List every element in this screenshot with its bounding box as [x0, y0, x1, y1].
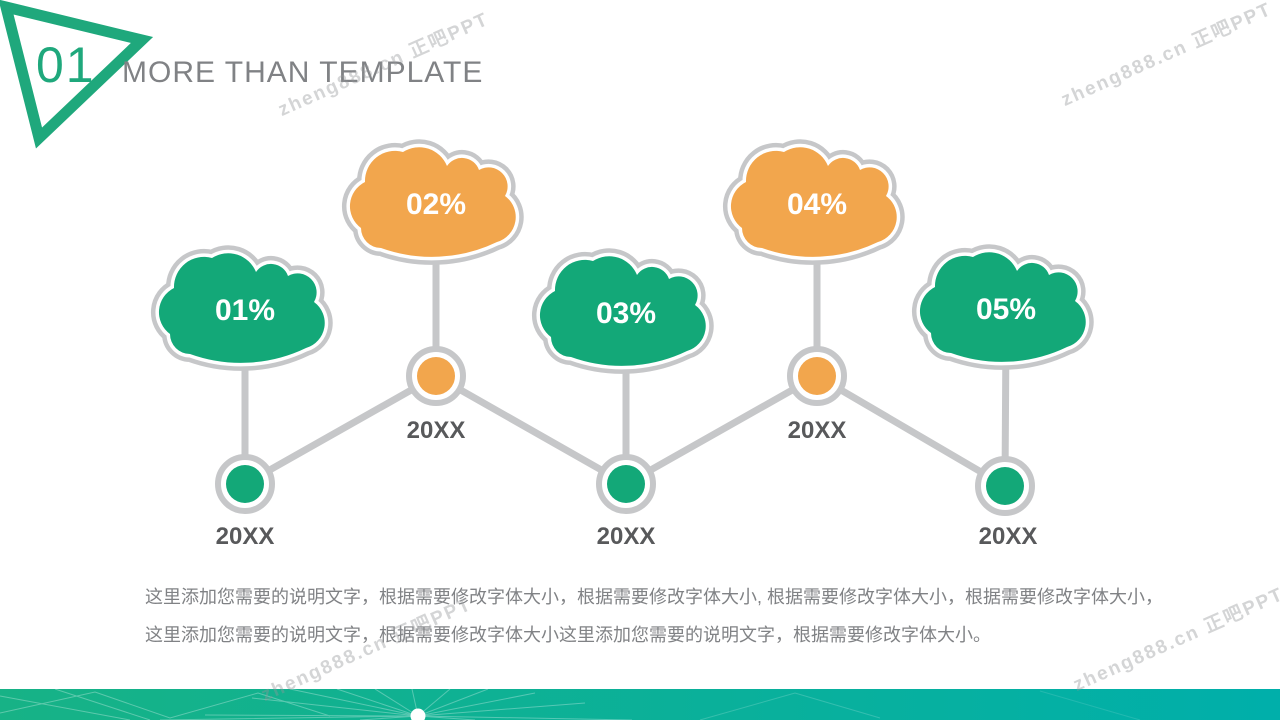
year-label-3: 20XX — [596, 523, 656, 550]
timeline-node-5 — [975, 456, 1035, 516]
year-label-4: 20XX — [787, 417, 847, 444]
timeline-node-1 — [215, 454, 275, 514]
description-line-1: 这里添加您需要的说明文字，根据需要修改字体大小，根据需要修改字体大小, 根据需要… — [145, 587, 1163, 607]
cloud-percent-label-5: 05% — [975, 293, 1037, 326]
footer-mesh-pattern — [0, 689, 1141, 720]
section-triangle-icon — [0, 0, 154, 149]
cloud-percent-label-3: 03% — [595, 297, 657, 330]
description-line-2: 这里添加您需要的说明文字，根据需要修改字体大小这里添加您需要的说明文字，根据需要… — [145, 625, 991, 645]
cloud-percent-label-1: 01% — [214, 294, 276, 327]
year-label-2: 20XX — [406, 417, 466, 444]
timeline-node-2 — [406, 346, 466, 406]
footer-band — [0, 689, 1280, 720]
year-label-5: 20XX — [978, 523, 1038, 550]
footer-node-dot — [410, 708, 426, 720]
year-label-1: 20XX — [215, 523, 275, 550]
cloud-percent-label-4: 04% — [786, 188, 848, 221]
cloud-percent-label-2: 02% — [405, 188, 467, 221]
description-text: 这里添加您需要的说明文字，根据需要修改字体大小，根据需要修改字体大小, 根据需要… — [145, 578, 1225, 654]
section-number: 01 — [36, 37, 96, 93]
timeline-node-4 — [787, 346, 847, 406]
timeline-node-3 — [596, 454, 656, 514]
page-title: MORE THAN TEMPLATE — [122, 56, 484, 89]
